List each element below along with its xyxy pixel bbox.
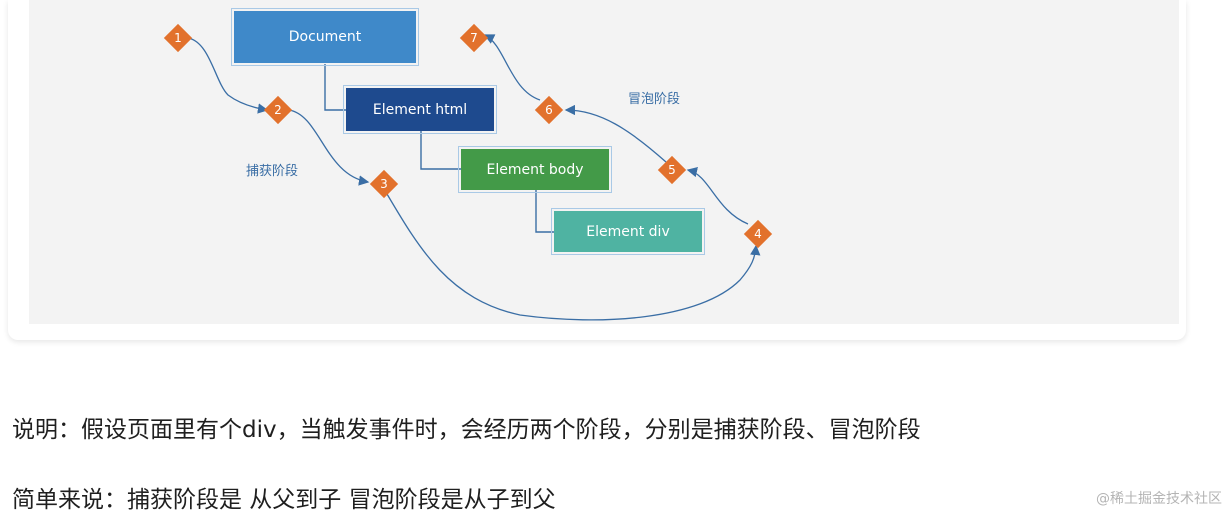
tree-connectors bbox=[324, 64, 554, 233]
step-diamond-6 bbox=[534, 95, 564, 125]
step-number-6: 6 bbox=[545, 103, 553, 117]
watermark: @稀土掘金技术社区 bbox=[1096, 491, 1222, 507]
explanation-line: 说明：假设页面里有个div，当触发事件时，会经历两个阶段，分别是捕获阶段、冒泡阶… bbox=[12, 417, 921, 443]
capture-curve-2-3 bbox=[288, 109, 370, 186]
node-document: Document bbox=[231, 8, 419, 66]
bubble-curve-5-6 bbox=[564, 104, 667, 163]
step-diamond-5 bbox=[657, 155, 687, 185]
capture-curve-3-4 bbox=[386, 193, 761, 321]
connector-html-body bbox=[420, 131, 461, 170]
event-flow-diagram bbox=[163, 23, 773, 321]
connector-body-div bbox=[535, 190, 554, 233]
flow-curves bbox=[187, 34, 761, 321]
step-number-3: 3 bbox=[380, 177, 388, 191]
capture-phase-label: 捕获阶段 bbox=[246, 164, 299, 179]
step-number-4: 4 bbox=[754, 227, 762, 241]
bubble-phase-label: 冒泡阶段 bbox=[628, 92, 681, 107]
bubble-curve-6-7 bbox=[483, 34, 541, 101]
step-number-2: 2 bbox=[274, 103, 282, 117]
node-element-div: Element div bbox=[551, 208, 705, 255]
connector-document-html bbox=[324, 64, 346, 111]
bubble-curve-4-5 bbox=[686, 166, 749, 225]
capture-curve-1-2 bbox=[187, 37, 269, 114]
step-number-1: 1 bbox=[174, 31, 182, 45]
step-number-7: 7 bbox=[470, 31, 478, 45]
step-diamond-4 bbox=[743, 219, 773, 249]
node-element-body: Element body bbox=[458, 146, 612, 193]
summary-line: 简单来说：捕获阶段是 从父到子 冒泡阶段是从子到父 bbox=[12, 487, 556, 513]
step-number-5: 5 bbox=[668, 163, 676, 177]
node-element-html: Element html bbox=[343, 85, 497, 134]
